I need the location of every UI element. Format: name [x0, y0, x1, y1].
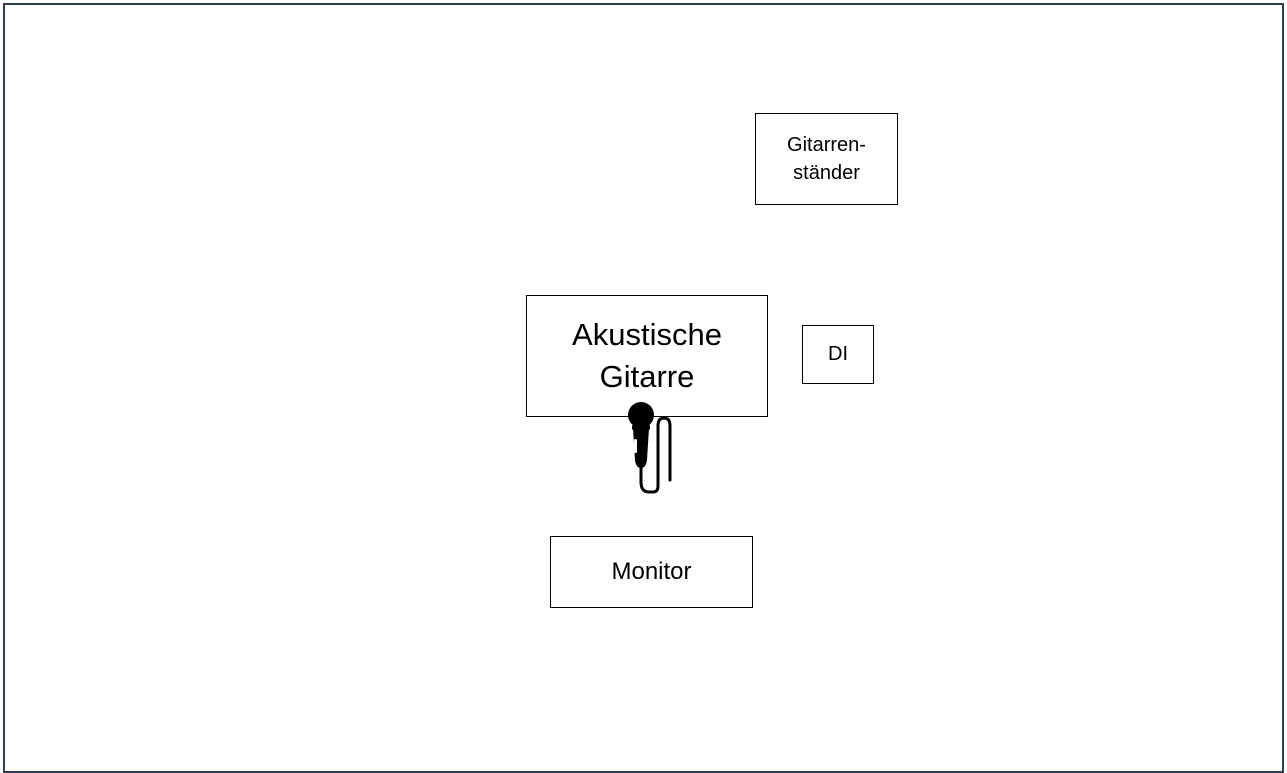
- di-box-label: DI: [828, 343, 848, 365]
- guitar-stand-label-line2: ständer: [793, 162, 860, 184]
- monitor-label: Monitor: [611, 558, 692, 585]
- guitar-stand-box: Gitarren- ständer: [755, 113, 898, 205]
- guitar-stand-label-line1: Gitarren-: [787, 134, 866, 156]
- acoustic-guitar-label-line2: Gitarre: [599, 359, 695, 394]
- acoustic-guitar-label-line1: Akustische: [572, 317, 722, 352]
- monitor-box: Monitor: [550, 536, 753, 608]
- di-box: DI: [802, 325, 874, 384]
- microphone-icon: [628, 402, 672, 494]
